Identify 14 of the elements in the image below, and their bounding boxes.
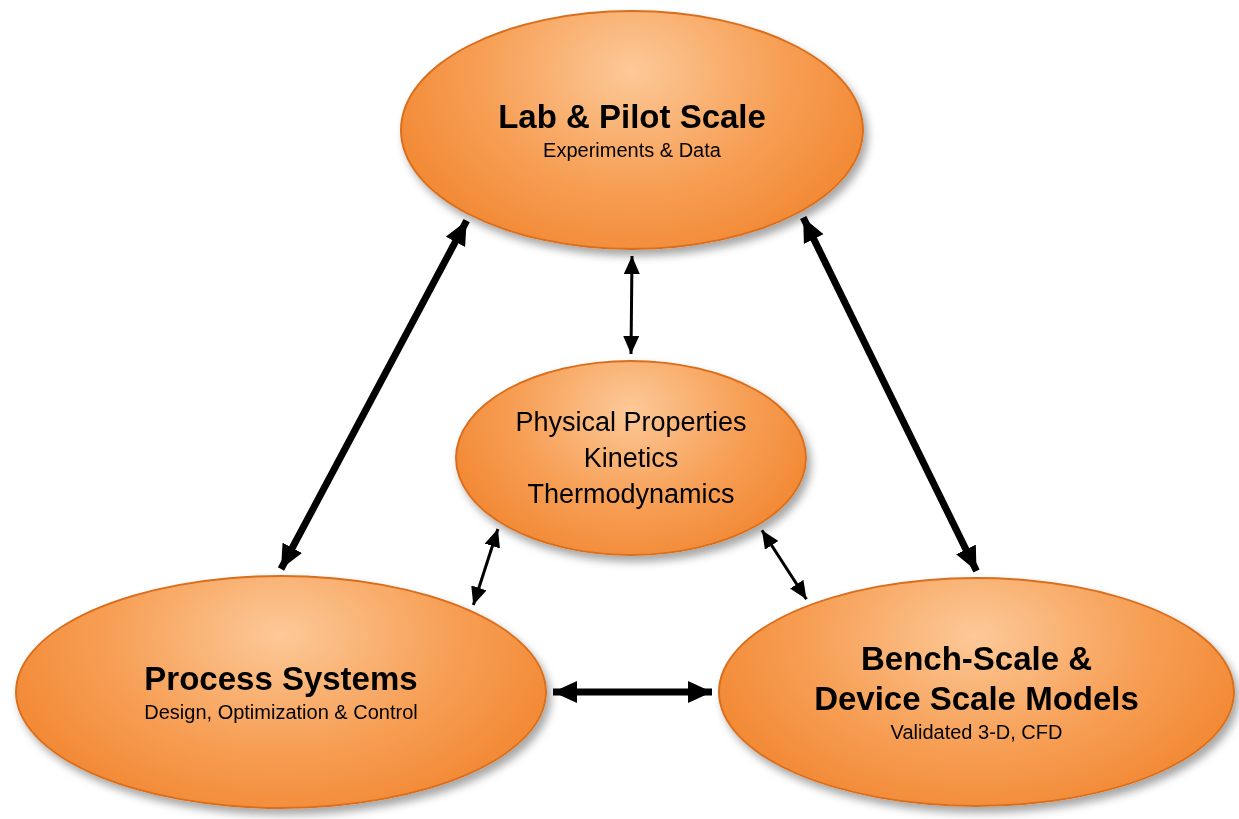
double-arrow bbox=[471, 528, 500, 606]
node-text: Physical Properties bbox=[515, 406, 747, 439]
node-subtitle: Validated 3-D, CFD bbox=[890, 720, 1063, 745]
double-arrow bbox=[760, 529, 808, 601]
double-arrow bbox=[623, 256, 640, 354]
node-text: Thermodynamics bbox=[527, 478, 735, 511]
node-subtitle: Experiments & Data bbox=[543, 138, 721, 163]
node-title: Bench-Scale & Device Scale Models bbox=[813, 639, 1140, 719]
double-arrow bbox=[800, 216, 980, 573]
double-arrow bbox=[277, 219, 470, 571]
node-title: Lab & Pilot Scale bbox=[498, 97, 766, 137]
node-title: Process Systems bbox=[144, 659, 418, 699]
node-subtitle: Design, Optimization & Control bbox=[144, 700, 418, 725]
node-text: Kinetics bbox=[583, 442, 679, 475]
